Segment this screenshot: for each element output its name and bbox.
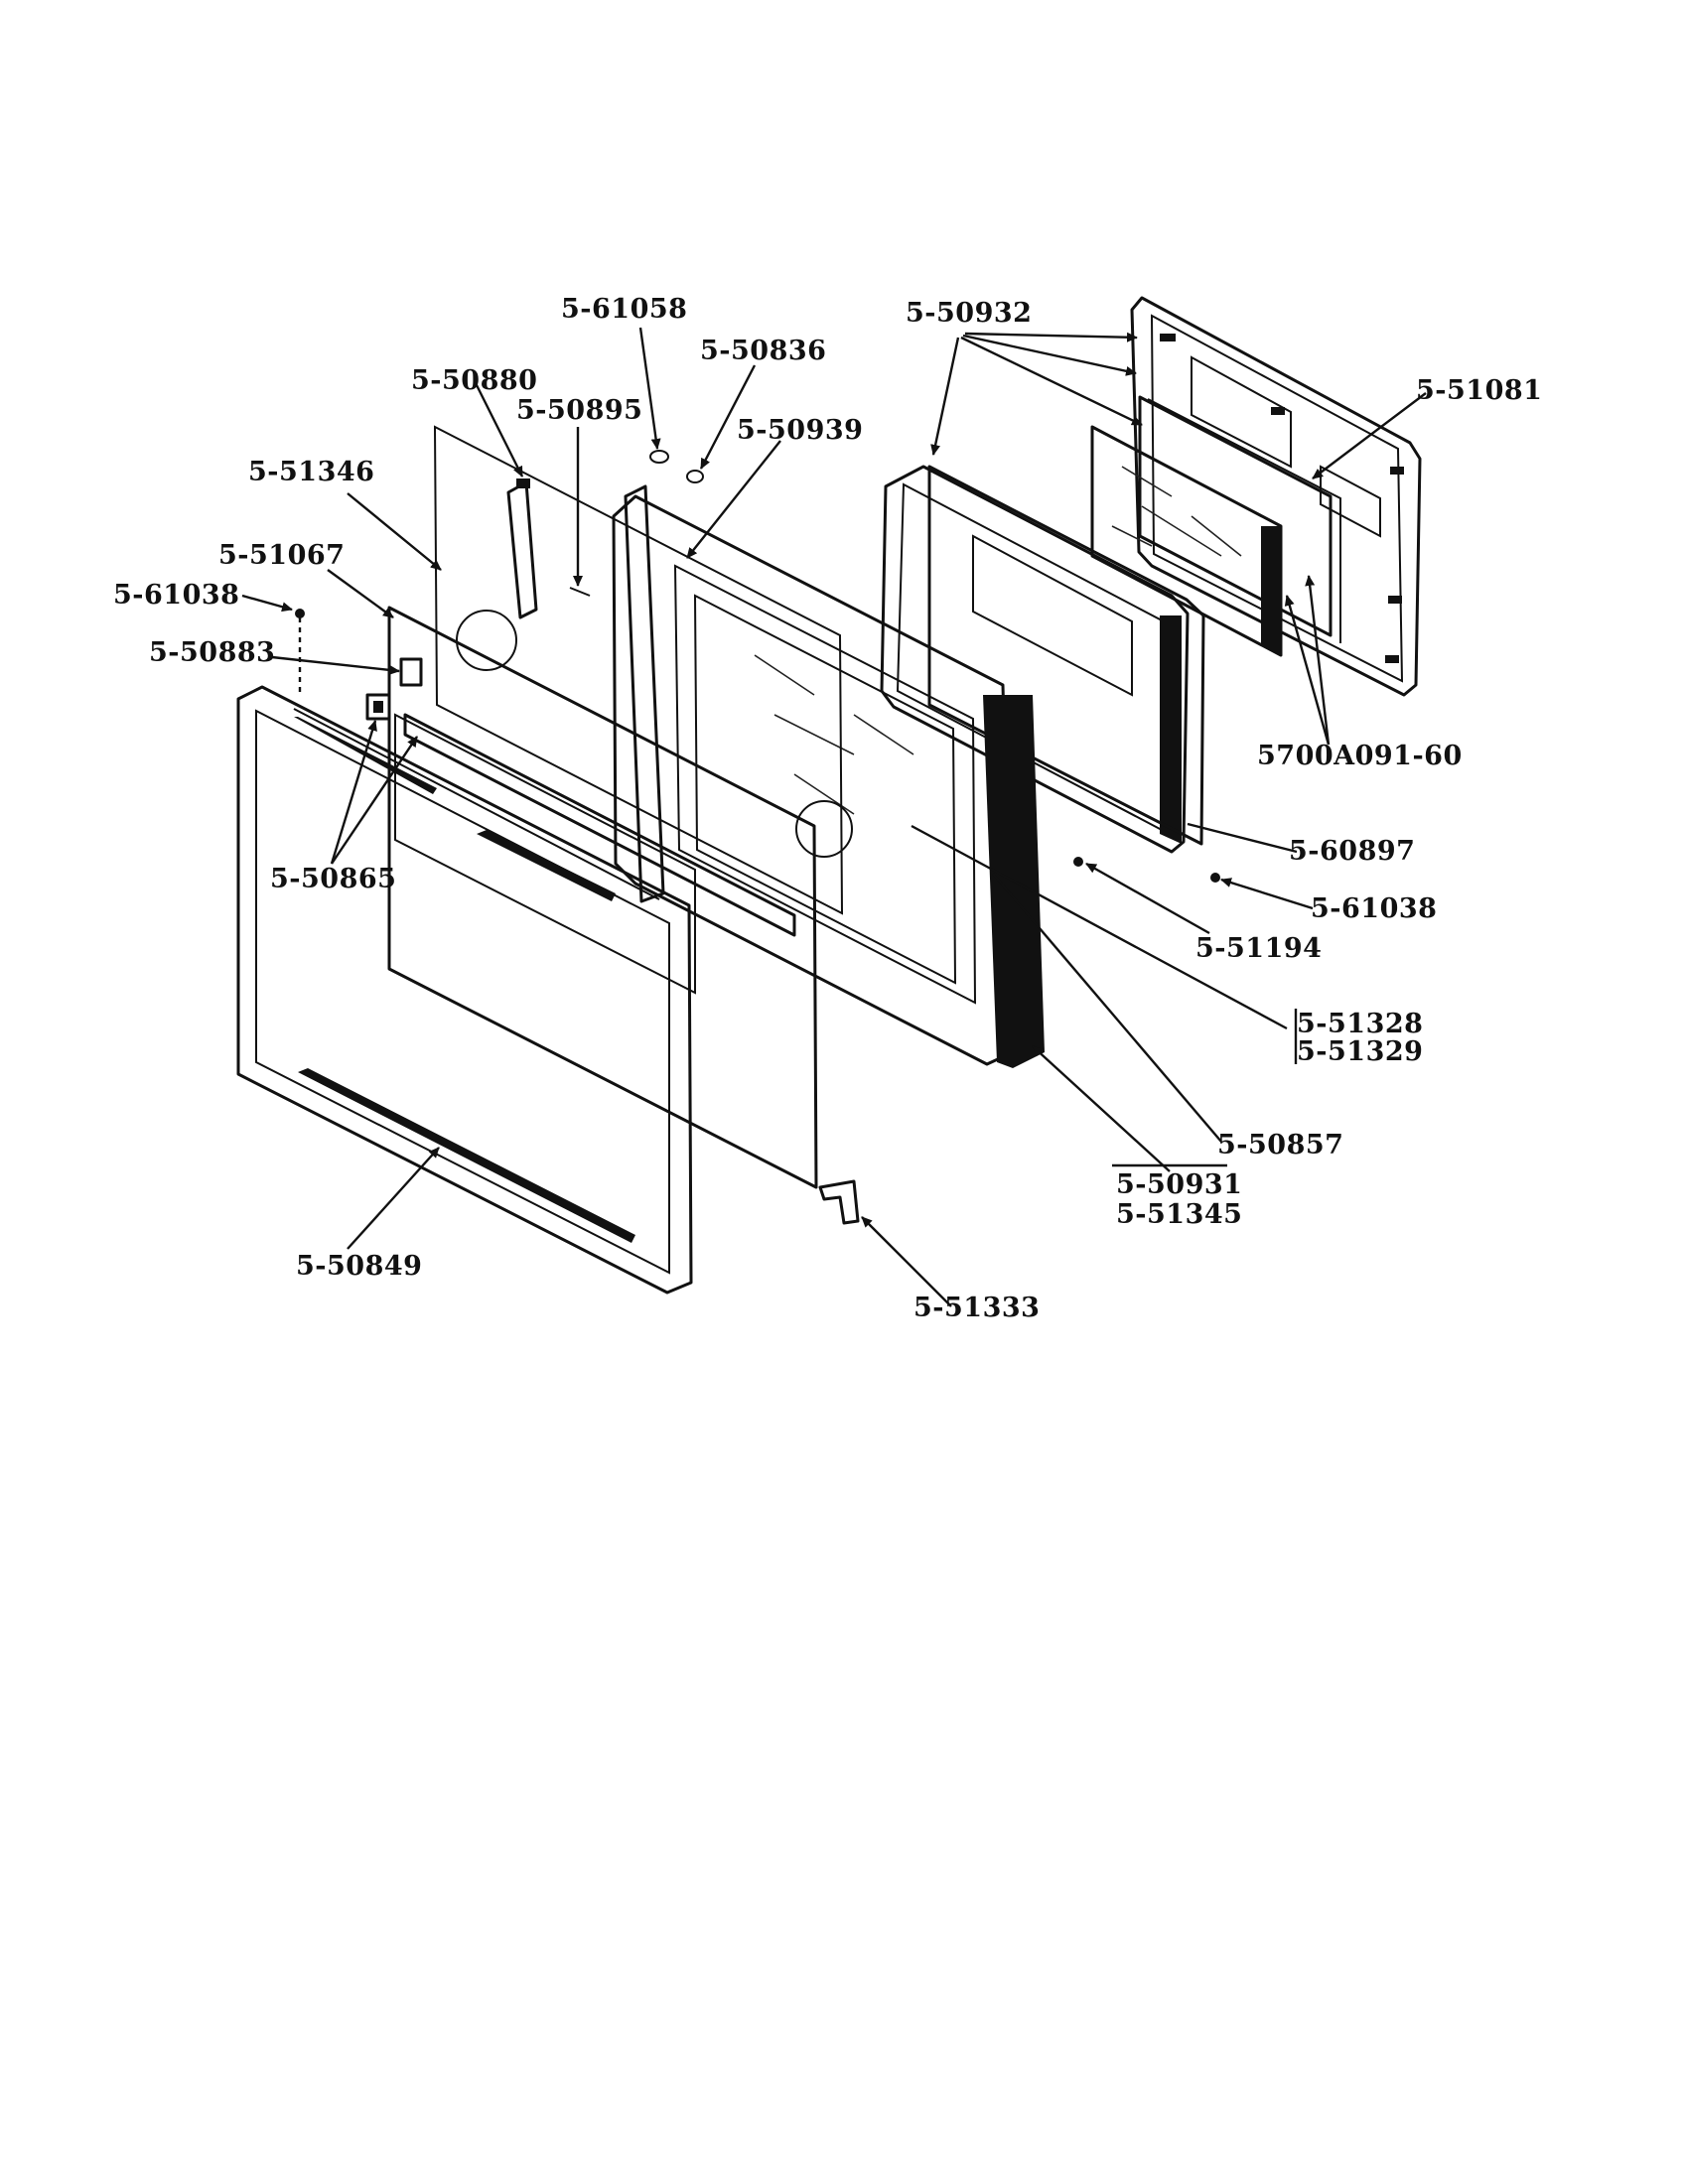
label-5-50836: 5-50836 bbox=[700, 336, 826, 366]
handle-bar bbox=[403, 713, 796, 937]
inner-door-frame bbox=[880, 465, 1190, 854]
door-liner bbox=[612, 484, 1045, 1068]
label-5-50865: 5-50865 bbox=[270, 864, 396, 894]
hinge-channel bbox=[506, 478, 538, 619]
label-5-50931: 5-50931 bbox=[1116, 1169, 1242, 1200]
glass-pack bbox=[1090, 395, 1341, 657]
label-5-60897: 5-60897 bbox=[1289, 836, 1415, 867]
label-5-50849: 5-50849 bbox=[296, 1251, 422, 1282]
leader-lines bbox=[241, 327, 1427, 1307]
l-bracket bbox=[818, 1179, 860, 1225]
spacer-5-61058 bbox=[649, 450, 669, 464]
label-5-50857: 5-50857 bbox=[1217, 1130, 1343, 1160]
label-5-51329: 5-51329 bbox=[1297, 1036, 1423, 1067]
label-5-51333: 5-51333 bbox=[913, 1293, 1040, 1323]
screw-5-61038-right bbox=[1210, 873, 1220, 883]
label-5700a091-60: 5700A091-60 bbox=[1257, 741, 1463, 771]
label-5-50895: 5-50895 bbox=[516, 395, 642, 426]
outer-door-frame bbox=[236, 685, 693, 1295]
label-5-51346: 5-51346 bbox=[248, 457, 374, 487]
label-5-51194: 5-51194 bbox=[1195, 933, 1322, 964]
window-frame bbox=[927, 465, 1205, 846]
label-5-50880: 5-50880 bbox=[411, 365, 537, 396]
label-5-51067: 5-51067 bbox=[218, 540, 345, 571]
screw-5-51194 bbox=[1073, 857, 1083, 867]
label-5-61038-left: 5-61038 bbox=[113, 580, 239, 611]
label-5-50932: 5-50932 bbox=[906, 298, 1032, 329]
insulation-sheet bbox=[433, 425, 853, 915]
label-5-50883: 5-50883 bbox=[149, 637, 275, 668]
screw-5-61038-left bbox=[295, 609, 305, 618]
hinge-brackets bbox=[365, 657, 423, 721]
screw-5-50895 bbox=[569, 587, 591, 597]
spacer-5-50836 bbox=[686, 470, 704, 483]
label-5-61058: 5-61058 bbox=[561, 294, 687, 325]
label-5-61038-right: 5-61038 bbox=[1311, 893, 1437, 924]
label-5-51328: 5-51328 bbox=[1297, 1009, 1423, 1039]
part-labels: 5-61058 5-50836 5-50932 5-51081 5-50880 … bbox=[113, 294, 1542, 1323]
fasteners bbox=[295, 450, 1220, 883]
label-5-50939: 5-50939 bbox=[737, 415, 863, 446]
rear-door-panel bbox=[1130, 296, 1422, 697]
label-5-51345: 5-51345 bbox=[1116, 1199, 1242, 1230]
outer-glass-panel bbox=[387, 606, 818, 1189]
label-5-51081: 5-51081 bbox=[1416, 375, 1542, 406]
